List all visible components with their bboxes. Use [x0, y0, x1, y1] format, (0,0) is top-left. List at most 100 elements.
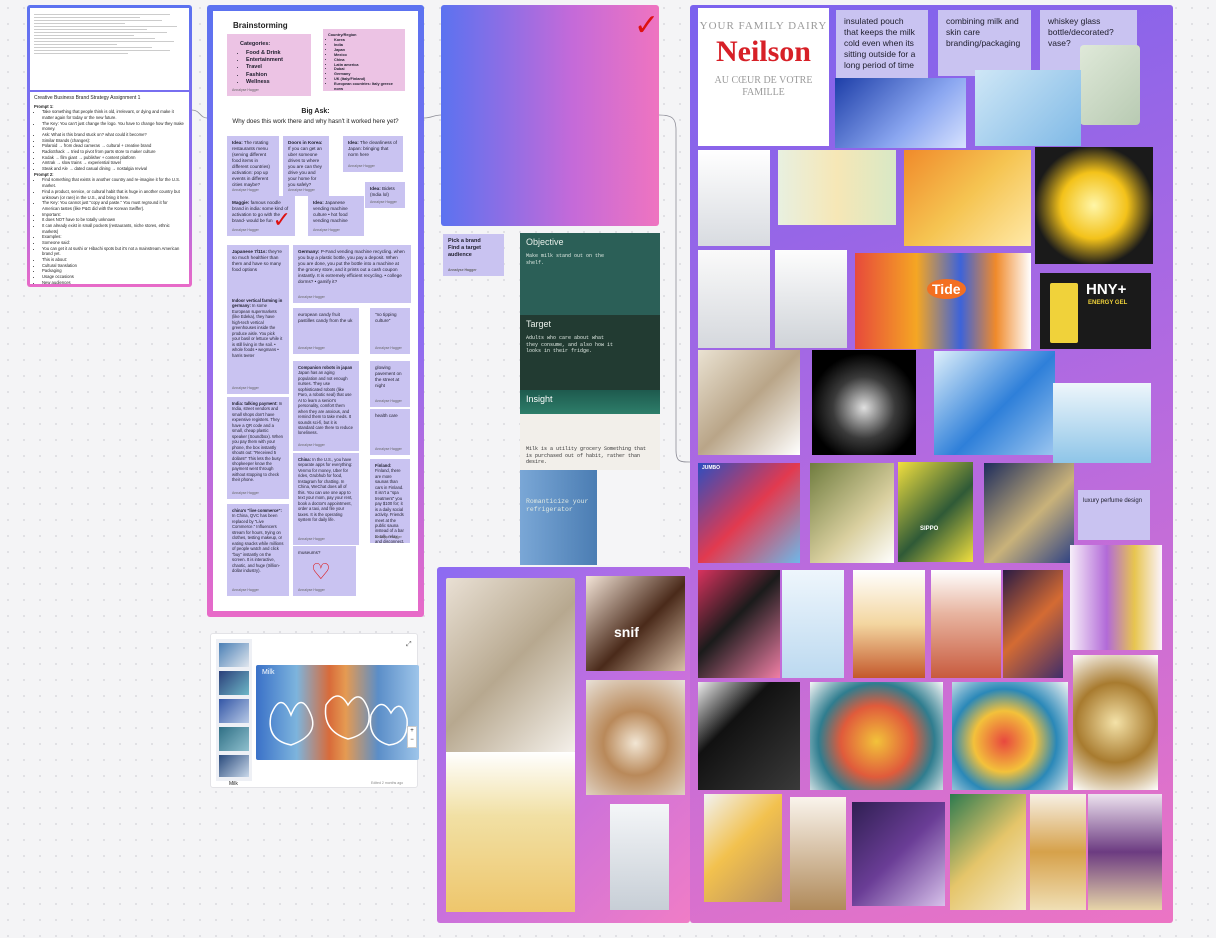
idea-note[interactable]: Idea: The cleanliness of Japan: bringing…	[343, 136, 403, 172]
idea-note[interactable]: Doors in Korea: If you can get an uber s…	[283, 136, 329, 196]
note-author: Annalyse Hagger	[298, 295, 325, 300]
idea-note[interactable]: china's "live commerce": In China, QVC h…	[227, 504, 289, 596]
idea-note[interactable]: Japanese 7/11s: they're so much healthie…	[227, 245, 289, 303]
prompt1-heading: Prompt 1:	[34, 103, 54, 109]
prompt1-item: RadioShack → tried to pivot from parts s…	[42, 149, 185, 155]
embed-thumb[interactable]	[219, 671, 249, 695]
assignment-thumbnail[interactable]	[30, 8, 189, 90]
ice-packs-image[interactable]	[835, 78, 966, 148]
painted-mixer-image[interactable]	[952, 682, 1068, 790]
oil-vinegar-bottle-image[interactable]	[853, 570, 925, 678]
bottle-pouch-image[interactable]	[1080, 45, 1140, 125]
hand-pouches-image[interactable]	[446, 578, 575, 753]
detergent-pouches-image[interactable]: Tide	[855, 253, 1031, 349]
blue-bottles-image[interactable]	[1053, 383, 1151, 463]
idea-note[interactable]: Maggie: famous noodle brand in india: so…	[227, 196, 295, 236]
neilson-logo[interactable]: YOUR FAMILY DAIRY Neilson AU CŒUR DE VOT…	[698, 8, 829, 146]
decanter-glass-image[interactable]	[698, 250, 770, 348]
logo-top-text: YOUR FAMILY DAIRY	[699, 20, 828, 32]
pink-bottle-image[interactable]	[698, 570, 780, 678]
idea-note[interactable]: Germany: P-Fand vending machine recyclin…	[293, 245, 411, 303]
amber-perfume-image[interactable]	[1030, 794, 1086, 910]
snif-bottles-image[interactable]: snif	[586, 576, 685, 671]
green-gold-perfume-image[interactable]	[950, 794, 1026, 910]
embed-label: Milk	[262, 669, 275, 676]
embed-thumb[interactable]	[219, 699, 249, 723]
soap-bottles-image[interactable]	[778, 150, 896, 225]
brand-note[interactable]: Pick a brand Find a target audience Anna…	[443, 234, 504, 276]
energy-gel-image[interactable]: HNY+ ENERGY GEL	[1040, 273, 1151, 349]
whiskey-decanter-image[interactable]	[775, 250, 847, 348]
slide[interactable]: Romanticize your refrigerator	[520, 470, 660, 565]
idea-note[interactable]: India: talking payment: In India, street…	[227, 397, 289, 499]
blue-refill-pouches-image[interactable]	[934, 351, 1055, 455]
assignment-frame[interactable]: Creative Business Brand Strategy Assignm…	[27, 5, 192, 287]
painted-toaster-image[interactable]	[810, 682, 943, 790]
olive-jars-image[interactable]	[810, 463, 894, 563]
purple-tea-box-image[interactable]	[852, 802, 945, 906]
idea-note[interactable]: Companion robots in japan Japan has an a…	[293, 361, 359, 451]
embed-thumb[interactable]	[219, 643, 249, 667]
embed-thumb[interactable]	[219, 755, 249, 777]
prompt2-item: Packaging	[42, 268, 185, 274]
idea-text: In China, QVC has been replaced by "Live…	[232, 513, 284, 573]
embed-thumb[interactable]	[219, 727, 249, 751]
crystal-decanter-image[interactable]	[698, 150, 770, 246]
perfume-box-image[interactable]	[984, 463, 1074, 563]
country-item: Japan	[334, 48, 400, 53]
slide-title: Target	[526, 319, 552, 329]
clear-water-bottle-image[interactable]	[782, 570, 844, 678]
assignment-doc[interactable]: Creative Business Brand Strategy Assignm…	[30, 92, 189, 284]
oil-dispensers-image[interactable]	[446, 752, 575, 912]
expand-icon[interactable]: ⤢	[406, 641, 412, 648]
brainstorm-board[interactable]: Brainstorming Categories: Food & DrinkEn…	[213, 11, 418, 611]
categories-note[interactable]: Categories: Food & DrinkEntertainmentTra…	[227, 34, 311, 96]
note-insulated-pouch[interactable]: insulated pouch that keeps the milk cold…	[836, 10, 928, 80]
refill-pouches-yellow-image[interactable]	[704, 794, 782, 902]
note-author: Annalyse Hagger	[448, 268, 477, 273]
gold-perfume-image[interactable]	[1073, 655, 1158, 790]
gray-pouch-image[interactable]	[610, 804, 669, 910]
clear-pouch-image[interactable]	[812, 350, 916, 455]
sippo-green-box-image[interactable]: SIPPO	[898, 462, 973, 562]
zoom-controls[interactable]: +−	[407, 726, 417, 748]
idea-text: health care	[375, 413, 398, 418]
ice-brick-packs-image[interactable]: JUMBO	[698, 463, 800, 563]
country-note[interactable]: Country/Region KoreaIndiaJapanMexicoChin…	[323, 29, 405, 91]
idea-note[interactable]: Finland: Finland, there are more saunas …	[370, 459, 410, 543]
packaging-frame[interactable]: snif	[437, 567, 690, 923]
kraft-pouches-image[interactable]	[698, 350, 800, 455]
idea-note[interactable]: "no tipping culture"Annalyse Hagger	[370, 308, 410, 354]
tea-tins-image[interactable]	[1003, 570, 1063, 678]
note-skin-care[interactable]: combining milk and skin care branding/pa…	[938, 10, 1031, 76]
embed-preview[interactable]: Milk	[256, 665, 419, 760]
idea-note[interactable]: Indoor vertical farming in germany: In s…	[227, 294, 289, 394]
idea-note[interactable]: museums?Annalyse Hagger♡	[293, 546, 356, 596]
idea-note[interactable]: european candy fruit pastilles candy fro…	[293, 308, 359, 354]
black-perfume-box-image[interactable]	[698, 682, 800, 790]
perfume-bottles-row-image[interactable]	[1070, 545, 1162, 650]
moodboard-frame[interactable]: YOUR FAMILY DAIRY Neilson AU CŒUR DE VOT…	[690, 5, 1173, 923]
orange-pouch-image[interactable]	[904, 150, 1031, 246]
ornate-perfume-image[interactable]	[1088, 794, 1162, 910]
wood-bottle-image[interactable]	[790, 797, 846, 910]
brainstorm-frame[interactable]: Brainstorming Categories: Food & DrinkEn…	[207, 5, 424, 617]
glowing-g-image[interactable]	[1035, 147, 1153, 264]
note-luxury-perfume[interactable]: luxury perfume design	[1078, 490, 1150, 540]
embed-card[interactable]: Milk +− ⤢ Milk Edited 2 months ago	[210, 633, 419, 788]
idea-note[interactable]: Idea: The rotating restaurants menu (ser…	[227, 136, 279, 196]
idea-note[interactable]: Idea: Bidets (India lol)Annalyse Hagger	[365, 182, 405, 208]
blue-cartoon-pouch-image[interactable]	[975, 70, 1081, 146]
wine-bottle-image[interactable]	[931, 570, 1001, 678]
kraft-tube-image[interactable]	[586, 680, 685, 795]
idea-note[interactable]: China: In the U.S., you have separate ap…	[293, 453, 359, 545]
prompt2-item: Important:	[42, 212, 185, 218]
idea-note[interactable]: Idea: Japanese vending machine culture •…	[308, 196, 364, 236]
hand-outline-graphic	[269, 695, 408, 746]
